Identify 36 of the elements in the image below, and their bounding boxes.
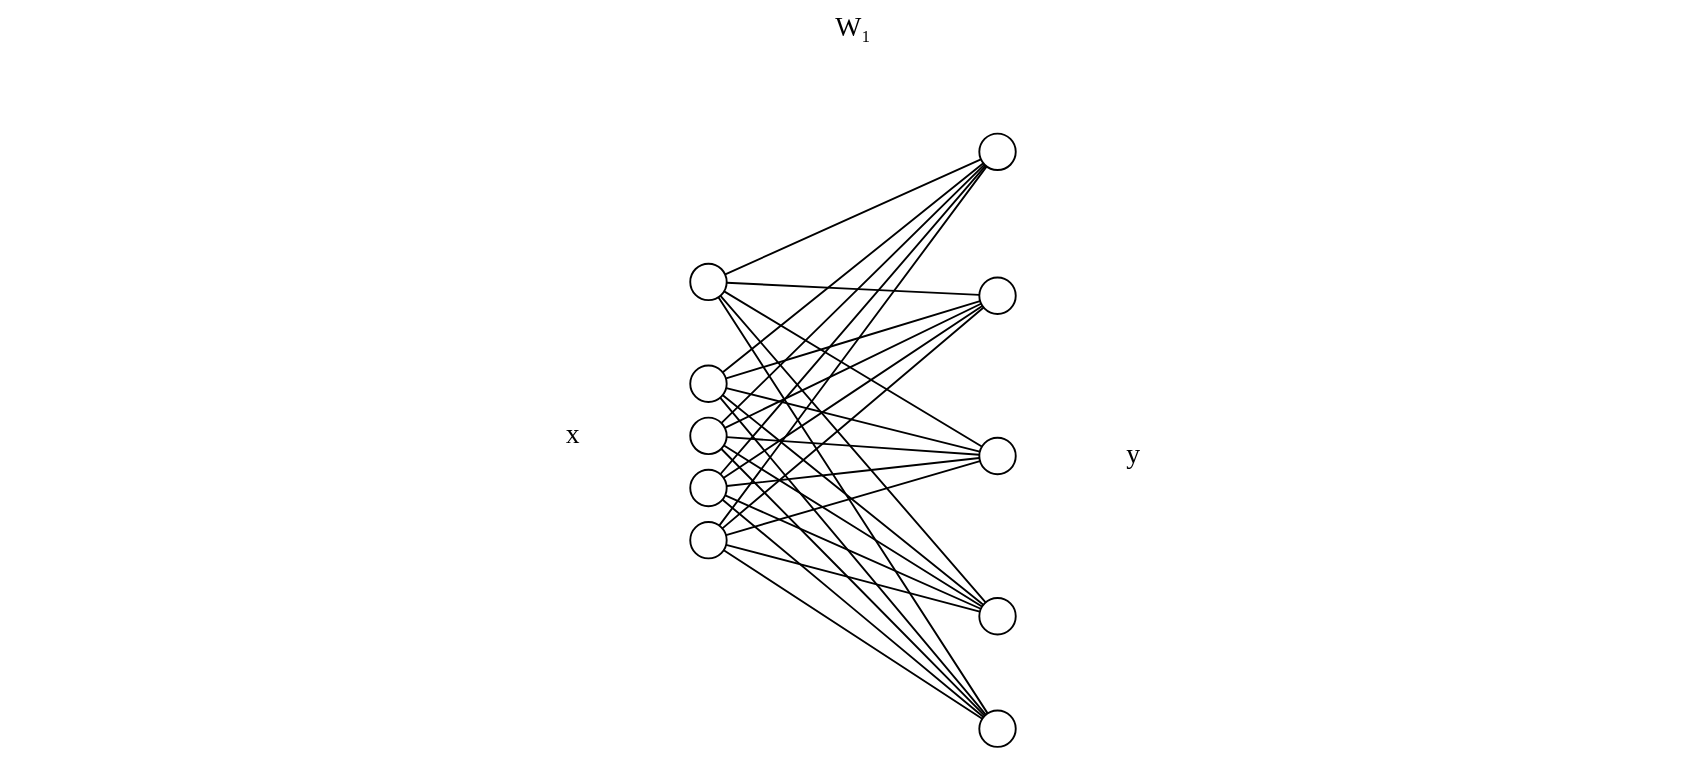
connector <box>723 494 982 610</box>
connector <box>725 457 980 487</box>
connector <box>720 448 986 717</box>
connector <box>719 294 987 604</box>
connector <box>721 394 984 606</box>
connector <box>725 281 980 296</box>
connector <box>723 302 982 429</box>
connector <box>720 306 984 530</box>
label: y <box>1125 438 1140 470</box>
node-circle <box>688 468 728 508</box>
label: x <box>565 417 580 449</box>
connector <box>721 162 984 374</box>
node-circle <box>977 132 1017 171</box>
connector <box>722 444 983 608</box>
connector <box>724 543 981 613</box>
connector <box>723 158 982 276</box>
node-circle <box>977 709 1017 748</box>
connector <box>722 304 983 479</box>
node-circle <box>977 436 1017 476</box>
node-circle <box>977 597 1017 636</box>
node-circle <box>688 262 728 302</box>
node-circle <box>977 276 1017 315</box>
connector <box>721 498 984 718</box>
connector <box>716 296 989 715</box>
node-circle <box>688 364 728 403</box>
connector <box>724 387 981 453</box>
connector <box>718 396 987 716</box>
connector <box>720 163 985 424</box>
node-circle <box>688 521 728 560</box>
node-circle <box>688 416 728 456</box>
connector <box>724 300 981 380</box>
connector <box>725 436 980 456</box>
connector <box>724 460 981 536</box>
connector <box>722 549 983 720</box>
label: W₁ <box>834 11 871 43</box>
connector <box>722 290 983 448</box>
